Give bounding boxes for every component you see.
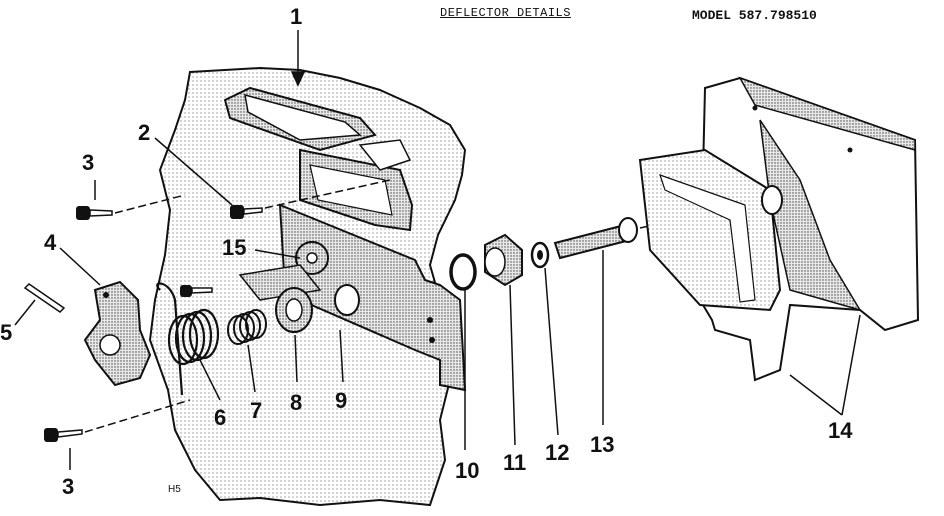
callout-3-top: 3 [82,150,94,175]
model-number: MODEL 587.798510 [692,8,817,23]
part-1-top-bracket [223,86,414,232]
callout-15: 15 [222,235,246,260]
callout-12: 12 [545,440,569,465]
callout-1: 1 [290,4,302,29]
part-8-collar [238,264,322,333]
screw-bottom [44,399,191,442]
callout-7: 7 [250,398,262,423]
part-15-damper-disc [295,241,329,275]
leader-lines [14,30,861,470]
callout-4: 4 [44,230,57,255]
callout-5: 5 [0,320,12,345]
part-10-gasket [449,253,477,291]
part-4-latch [83,280,152,387]
part-7-small-spring [227,309,267,345]
callout-3-bottom: 3 [62,474,74,499]
part-6-large-spring [156,282,220,396]
callout-8: 8 [290,390,302,415]
part-5-pin [23,283,66,313]
part-11-hex-nut [484,233,523,287]
part-12-washer [530,241,550,269]
callout-11: 11 [503,450,526,475]
screw-middle [230,179,391,219]
diagram-title: DEFLECTOR DETAILS [440,6,571,20]
callout-13: 13 [590,432,614,457]
callout-2: 2 [138,120,150,145]
footer-code: H5 [168,484,181,495]
callout-9: 9 [335,388,347,413]
callout-6: 6 [214,405,226,430]
callout-14: 14 [828,418,853,443]
screw-top [76,194,186,220]
screw-bracket [180,285,213,297]
part-14-deflector [638,76,920,382]
callout-10: 10 [455,458,479,483]
